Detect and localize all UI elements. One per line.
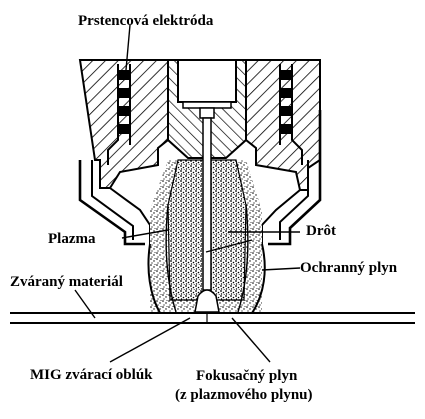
wire bbox=[202, 117, 212, 291]
label-plasma: Plazma bbox=[48, 231, 96, 247]
label-welded-material: Zváraný materiál bbox=[10, 274, 123, 290]
welded-material bbox=[10, 312, 415, 324]
label-ring-electrode: Prstencová elektróda bbox=[78, 13, 214, 29]
label-shield-gas: Ochranný plyn bbox=[300, 260, 398, 276]
leader-lines bbox=[74, 24, 301, 363]
label-focus-gas: Fokusačný plyn bbox=[196, 368, 298, 384]
shield-nozzle bbox=[78, 110, 322, 246]
label-focus-gas-source: (z plazmového plynu) bbox=[175, 387, 313, 403]
label-mig-arc: MIG zvárací oblúk bbox=[30, 367, 153, 383]
mig-arc-cone bbox=[194, 289, 220, 313]
label-wire: Drôt bbox=[306, 223, 336, 239]
ring-electrode bbox=[107, 64, 303, 165]
